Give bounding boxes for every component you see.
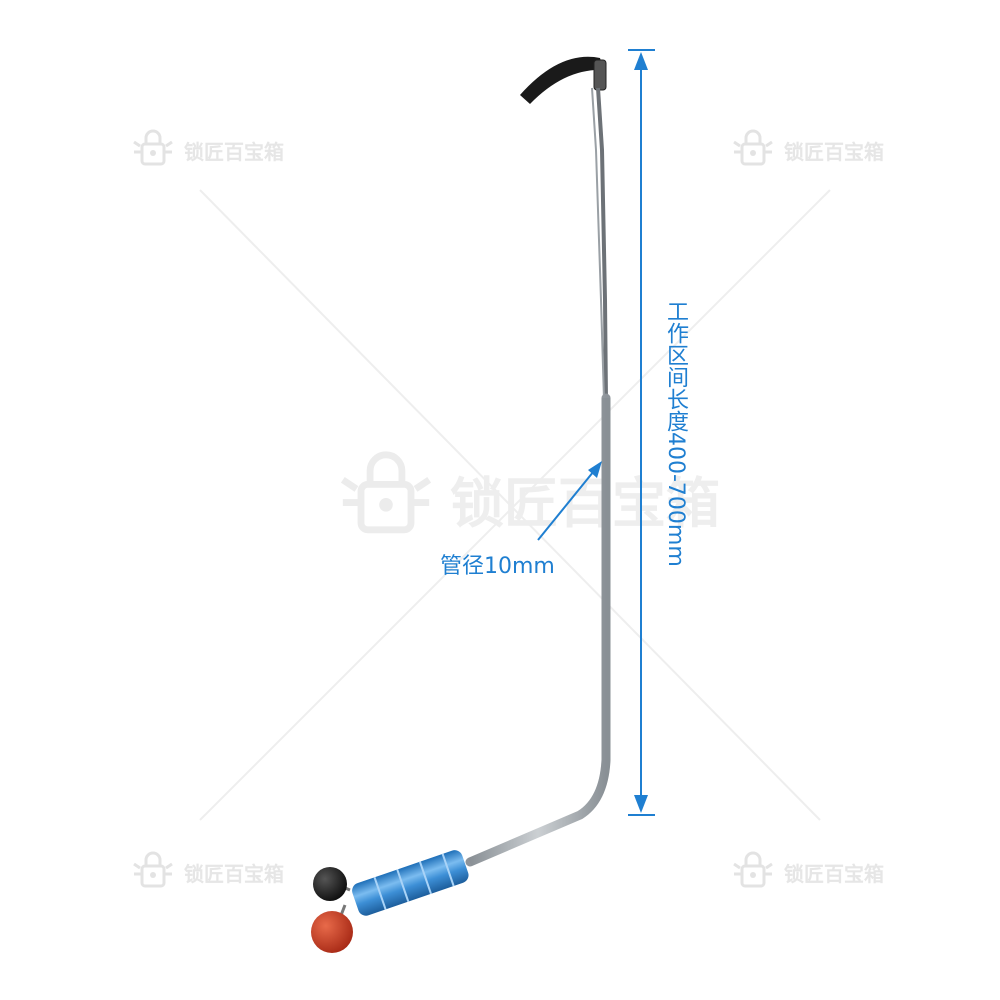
- watermark-text: 锁匠百宝箱: [784, 861, 884, 886]
- inner-wire: [596, 87, 608, 401]
- black-knob: [313, 867, 347, 901]
- lock-logo-icon: [730, 128, 776, 172]
- watermark-text: 锁匠百宝箱: [184, 861, 284, 886]
- tube-diameter-label: 管径10mm: [440, 554, 555, 579]
- watermark-top-right: 锁匠百宝箱: [730, 128, 884, 172]
- red-knob: [311, 911, 353, 953]
- watermark-top-left: 锁匠百宝箱: [130, 128, 284, 172]
- watermark-bottom-left: 锁匠百宝箱: [130, 850, 284, 894]
- watermark-bottom-right: 锁匠百宝箱: [730, 850, 884, 894]
- watermark-text: 锁匠百宝箱: [784, 139, 884, 164]
- main-tube: [465, 393, 611, 867]
- wrist-strap: [520, 56, 604, 104]
- lock-logo-icon: [130, 128, 176, 172]
- lock-logo-icon: [130, 850, 176, 894]
- lock-logo-icon: [330, 448, 442, 548]
- lock-logo-icon: [730, 850, 776, 894]
- blue-handle: [352, 850, 469, 916]
- working-length-label: 工作区间长度400-700mm: [663, 300, 688, 567]
- watermark-text: 锁匠百宝箱: [184, 139, 284, 164]
